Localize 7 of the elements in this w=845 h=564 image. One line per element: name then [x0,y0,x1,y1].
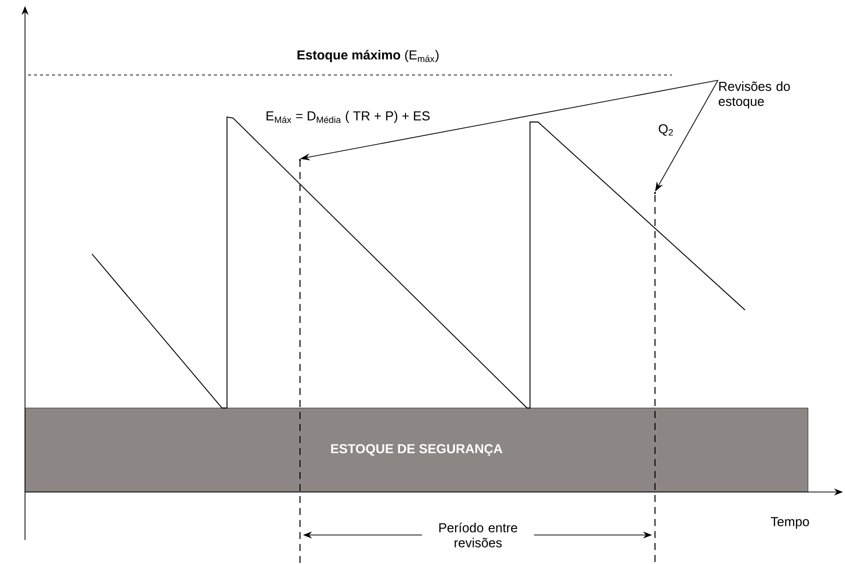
axis-label: Tempo [770,517,809,529]
quantity-label: Q$_{2}$ [658,124,673,136]
callout-text: Revisões do estoque [718,81,790,109]
safety-stock-band: ESTOQUE DE SEGURANÇA [24,408,808,492]
dimension-label: Período entre revisões [422,522,534,548]
max-stock-label: Estoque máximo (E$_{máx}$) [298,50,439,62]
formula: E$_{Máx}$ = D$_{Média}$ ( TR + P) + ES [266,110,430,124]
